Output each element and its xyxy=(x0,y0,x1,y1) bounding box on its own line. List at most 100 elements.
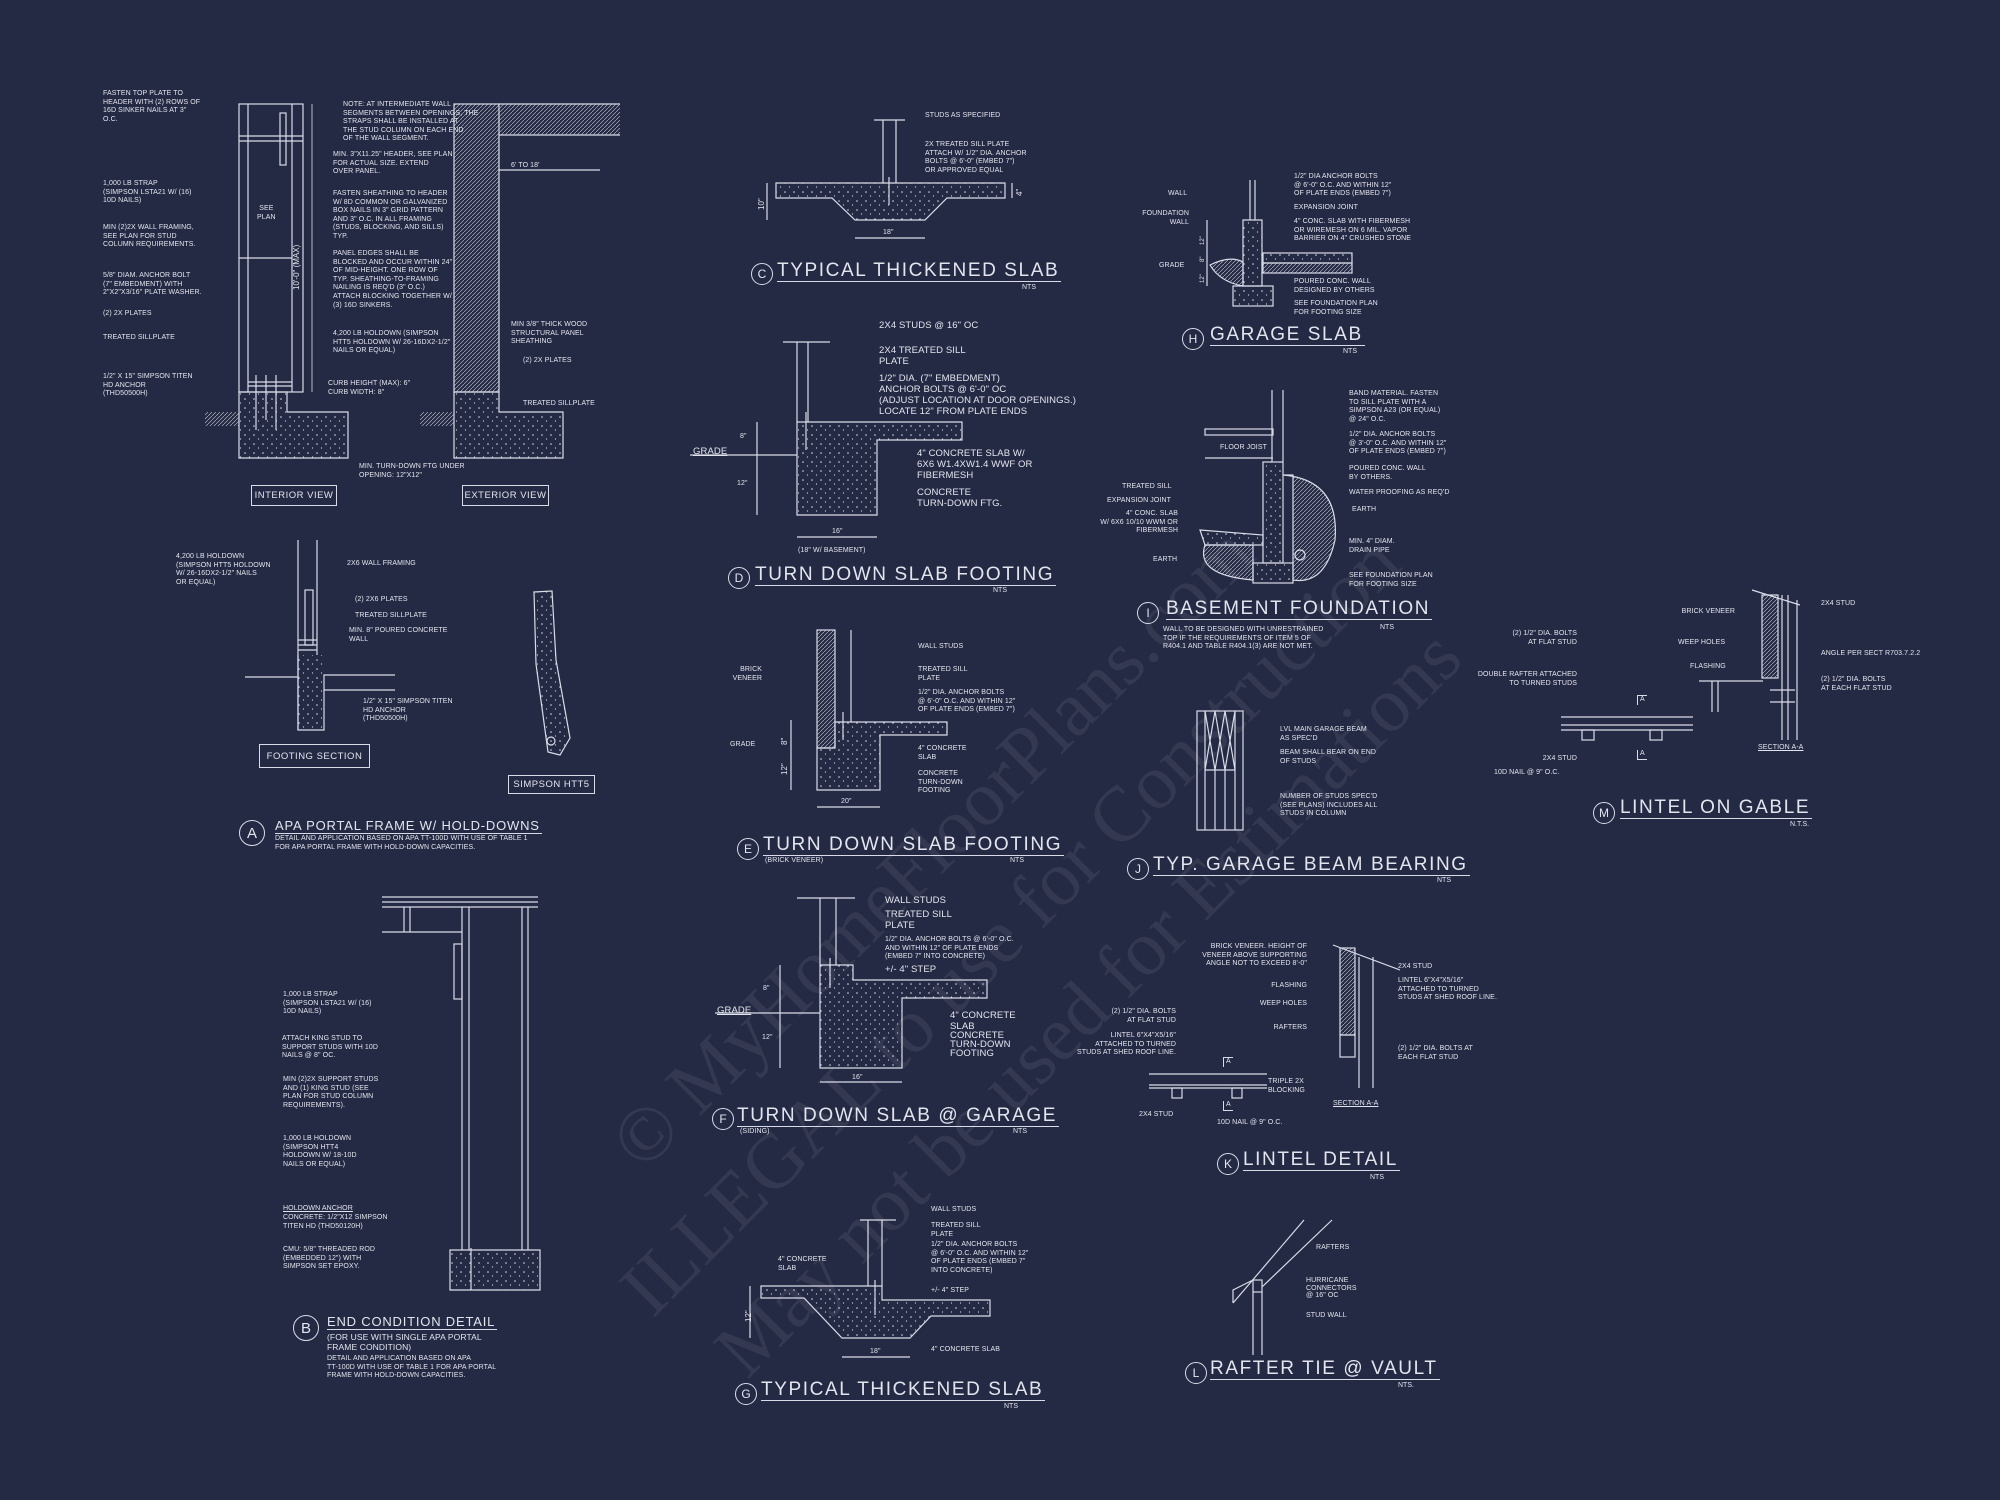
detail-subtitle: (SIDING) xyxy=(740,1128,770,1135)
scale-note: NTS xyxy=(1437,877,1451,884)
callout: (2) 1/2" DIA. BOLTS AT FLAT STUD xyxy=(1111,1008,1176,1024)
detail-title-j: TYP. GARAGE BEAM BEARING xyxy=(1153,854,1470,876)
detail-title-m: LINTEL ON GABLE xyxy=(1620,797,1813,819)
callout: FLASHING xyxy=(1271,982,1307,989)
dimension-label: 12" xyxy=(1200,274,1206,283)
footing-section-label: FOOTING SECTION xyxy=(259,744,370,768)
dimension-label: 12" xyxy=(744,1310,753,1322)
callout: LVL MAIN GARAGE BEAM AS SPEC'D xyxy=(1280,726,1367,742)
detail-title-k: LINTEL DETAIL xyxy=(1243,1149,1400,1171)
grade-label: GRADE xyxy=(730,741,756,748)
detail-marker-c: C xyxy=(751,263,773,285)
callout: POURED CONC. WALL DESIGNED BY OTHERS xyxy=(1294,278,1375,294)
callout: MIN (2)2X SUPPORT STUDS AND (1) KING STU… xyxy=(283,1076,379,1109)
callout: NOTE: AT INTERMEDIATE WALL SEGMENTS BETW… xyxy=(343,101,479,143)
callout: CONCRETE TURN-DOWN FOOTING xyxy=(950,1030,1011,1059)
section-m-drawing xyxy=(1561,589,1801,741)
section-a-a-label: SECTION A-A xyxy=(1758,744,1804,751)
callout: 4,200 LB HOLDOWN (SIMPSON HTT5 HOLDOWN W… xyxy=(176,553,271,586)
callout: CONCRETE: 1/2"x12 SIMPSON TITEN HD (THD5… xyxy=(283,1214,388,1230)
callout: 1/2" x 15" SIMPSON TITEN HD ANCHOR (THD5… xyxy=(363,698,453,723)
detail-title-l: RAFTER TIE @ VAULT xyxy=(1210,1358,1440,1380)
detail-marker-l: L xyxy=(1185,1362,1207,1384)
callout: 2x4 STUD xyxy=(1398,963,1433,970)
callout: RAFTERS xyxy=(1316,1244,1350,1251)
callout: TREATED SILL PLATE xyxy=(885,909,953,931)
callout: 4" CONCRETE SLAB W/ 6x6 W1.4xW1.4 WWF OR… xyxy=(917,448,1033,481)
callout: EXPANSION JOINT xyxy=(1294,204,1358,211)
callout: 4" CONCRETE SLAB xyxy=(931,1346,1001,1353)
dimension-label: 12" xyxy=(762,1034,773,1041)
dimension-label: 8" xyxy=(1200,256,1206,262)
detail-marker-f: F xyxy=(712,1108,734,1130)
dimension-label: 16" xyxy=(852,1074,863,1081)
callout: TREATED SILLPLATE xyxy=(103,334,175,341)
detail-marker-g: G xyxy=(735,1383,757,1405)
dimension-label: 12" xyxy=(780,763,789,775)
callout: TREATED SILL PLATE xyxy=(918,666,968,682)
section-cut-marker: A xyxy=(1637,750,1647,760)
detail-note: WALL TO BE DESIGNED WITH UNRESTRAINED TO… xyxy=(1163,626,1324,651)
dimension-label: (18" w/ BASEMENT) xyxy=(798,547,866,554)
detail-title-e: TURN DOWN SLAB FOOTING xyxy=(763,834,1065,856)
callout: +/- 4" STEP xyxy=(885,964,937,975)
scale-note: NTS xyxy=(1370,1174,1384,1181)
callout: MIN (2)2X WALL FRAMING, SEE PLAN FOR STU… xyxy=(103,224,196,249)
callout: EARTH xyxy=(1153,556,1178,563)
section-cut-marker: A xyxy=(1223,1057,1233,1067)
callout: 1,000 LB STRAP (SIMPSON LSTA21 W/ (16) 1… xyxy=(283,991,372,1016)
callout: BRICK VENEER xyxy=(732,666,762,682)
detail-title-h: GARAGE SLAB xyxy=(1210,324,1365,346)
section-a-exterior-drawing xyxy=(420,103,620,459)
detail-subtitle: (BRICK VENEER) xyxy=(765,857,824,864)
callout: STUD WALL xyxy=(1306,1312,1347,1319)
callout: 1/2" DIA. ANCHOR BOLTS @ 6'-0" O.C. AND … xyxy=(885,936,1014,961)
callout: WALL STUDS xyxy=(885,895,947,906)
dimension-label: 10" xyxy=(757,198,766,210)
callout: TREATED SILLPLATE xyxy=(523,400,595,407)
exterior-view-label: EXTERIOR VIEW xyxy=(462,485,549,506)
callout: TREATED SILL xyxy=(1122,483,1172,490)
scale-note: NTS xyxy=(1380,624,1394,631)
callout: 1/2" x 15" SIMPSON TITEN HD ANCHOR (THD5… xyxy=(103,373,193,398)
section-d-drawing xyxy=(690,341,963,538)
detail-marker-k: K xyxy=(1217,1153,1239,1175)
callout: 1/2" DIA. ANCHOR BOLTS @ 3'-0" O.C. AND … xyxy=(1349,431,1447,456)
callout: SEE PLAN xyxy=(257,205,276,221)
section-i-drawing xyxy=(1199,390,1336,584)
section-g-drawing xyxy=(749,1219,991,1358)
callout: ATTACH KING STUD TO SUPPORT STUDS WITH 1… xyxy=(282,1035,379,1060)
scale-note: NTS xyxy=(993,587,1007,594)
callout: MIN. 3"x11.25" HEADER, SEE PLAN FOR ACTU… xyxy=(333,151,453,176)
callout: LINTEL 6"x4"x5/16" ATTACHED TO TURNED ST… xyxy=(1398,977,1497,1002)
callout: 10d NAIL @ 9" O.C. xyxy=(1494,769,1560,776)
section-f-drawing xyxy=(715,897,988,1083)
section-c-drawing xyxy=(766,119,1013,239)
section-b-drawing xyxy=(382,896,541,1291)
callout: 1,000 LB STRAP (SIMPSON LSTA21 W/ (16) 1… xyxy=(103,180,192,205)
section-a-a-label: SECTION A-A xyxy=(1333,1100,1379,1107)
detail-marker-i: I xyxy=(1137,602,1159,624)
detail-description: DETAIL AND APPLICATION BASED ON APA TT-1… xyxy=(275,835,528,851)
callout: TREATED SILLPLATE xyxy=(355,612,427,619)
callout: 4,200 LB HOLDOWN (SIMPSON HTT5 HOLDOWN W… xyxy=(333,330,451,355)
callout: BRICK VENEER. HEIGHT OF VENEER ABOVE SUP… xyxy=(1202,943,1307,968)
dimension-label: 18" xyxy=(870,1348,881,1355)
interior-view-label: INTERIOR VIEW xyxy=(251,485,337,506)
callout: 4" CONCRETE SLAB xyxy=(918,745,967,761)
dimension-label: 16" xyxy=(832,528,843,535)
callout: DOUBLE RAFTER ATTACHED TO TURNED STUDS xyxy=(1477,671,1577,687)
callout: PANEL EDGES SHALL BE BLOCKED AND OCCUR W… xyxy=(333,250,453,309)
section-h-drawing xyxy=(1206,180,1353,307)
dimension-label: 20" xyxy=(841,798,852,805)
callout: 2x4 STUDS @ 16" OC xyxy=(879,320,979,331)
callout: 1/2" DIA. ANCHOR BOLTS @ 6'-0" O.C. AND … xyxy=(931,1241,1029,1274)
dimension-label: 18" xyxy=(883,229,894,236)
callout: FLOOR JOIST xyxy=(1220,444,1267,451)
callout: MIN. TURN-DOWN FTG UNDER OPENING: 12"x12… xyxy=(359,463,465,479)
callout: MIN 3/8" THICK WOOD STRUCTURAL PANEL SHE… xyxy=(511,321,588,346)
scale-note: NTS xyxy=(1010,857,1024,864)
simpson-htt5-label: SIMPSON HTT5 xyxy=(508,775,595,794)
callout: CONCRETE TURN-DOWN FOOTING xyxy=(918,770,963,795)
